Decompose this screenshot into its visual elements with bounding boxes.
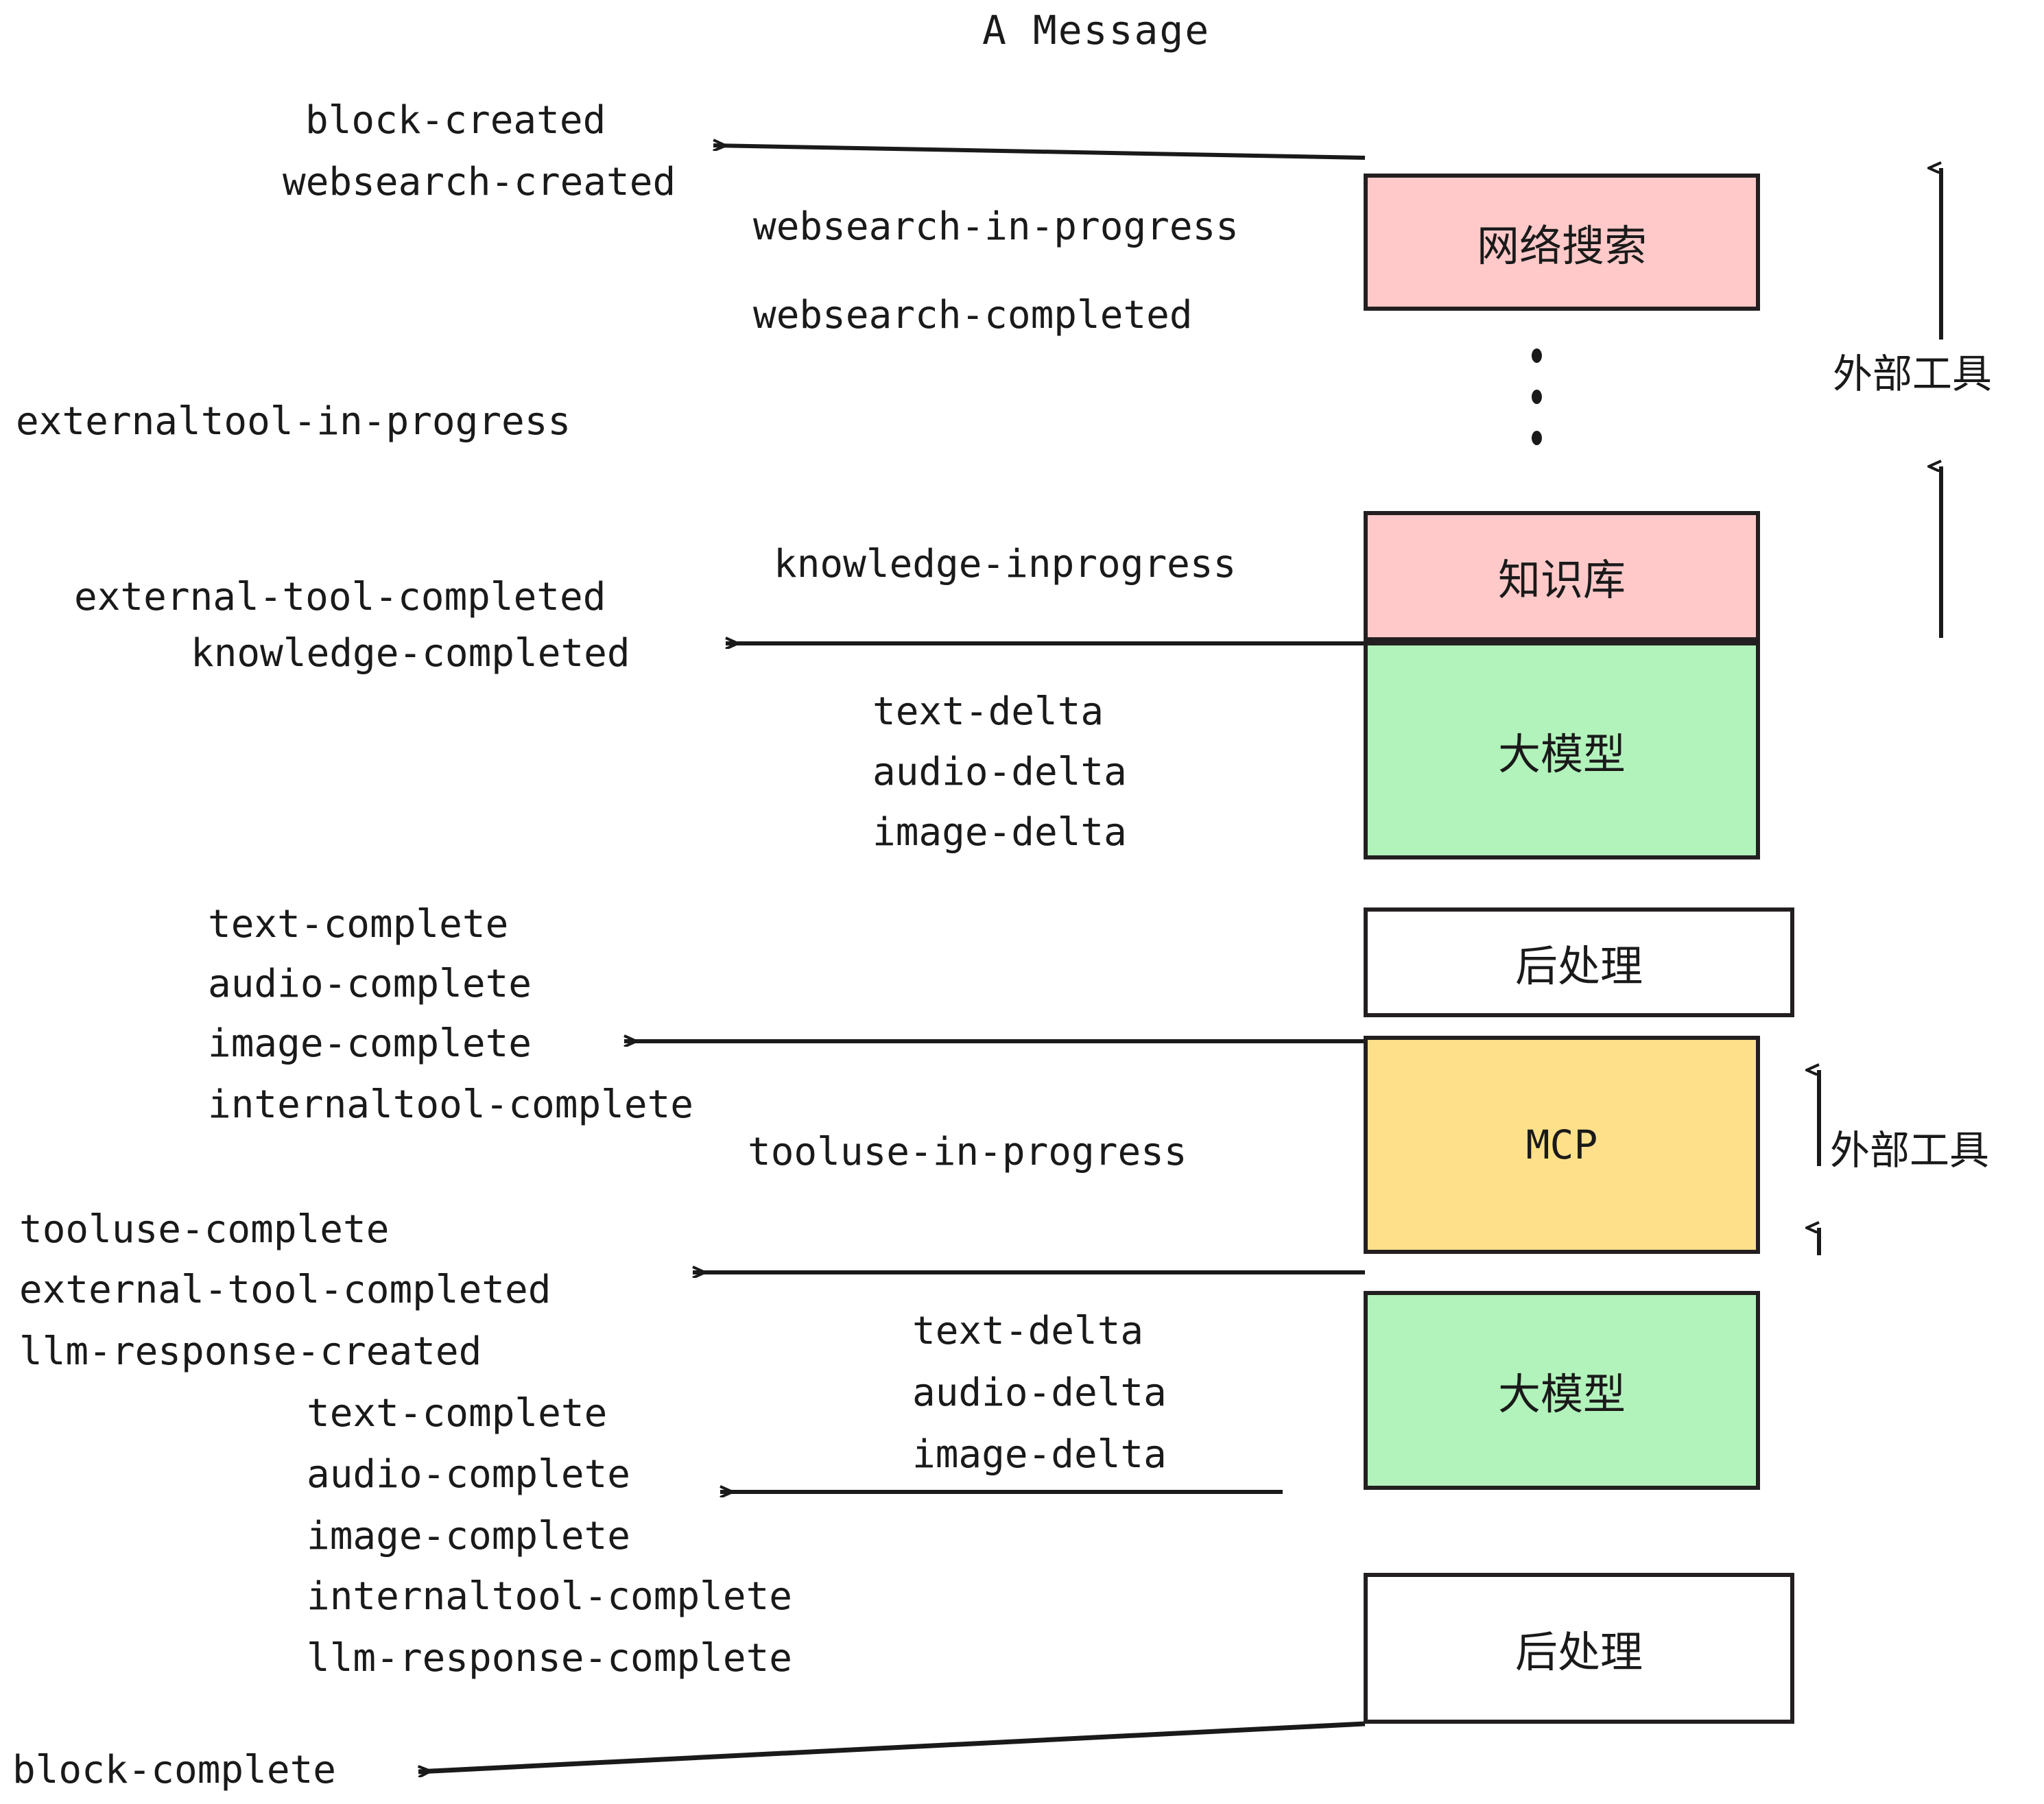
event-external-tool-completed-2: external-tool-completed [19, 1268, 551, 1312]
event-knowledge-completed: knowledge-completed [191, 631, 630, 676]
event-audio-delta-1: audio-delta [872, 750, 1127, 794]
event-websearch-completed: websearch-completed [753, 293, 1193, 337]
arrow-websearch-created [713, 145, 1366, 160]
event-block-complete: block-complete [12, 1748, 337, 1792]
node-knowledge-base-label: 知识库 [1497, 555, 1626, 605]
event-image-delta-2: image-delta [912, 1432, 1167, 1477]
event-image-delta-1: image-delta [872, 810, 1127, 855]
event-websearch-in-progress: websearch-in-progress [753, 204, 1239, 249]
event-text-complete-2: text-complete [307, 1391, 608, 1436]
node-postprocess-first-label: 后处理 [1514, 941, 1643, 991]
vertical-ellipsis [1532, 348, 1542, 445]
event-llm-response-complete: llm-response-complete [307, 1636, 793, 1681]
event-internaltool-complete-1: internaltool-complete [208, 1082, 694, 1127]
event-text-delta-2: text-delta [912, 1309, 1144, 1353]
node-knowledge-base[interactable]: 知识库 [1364, 511, 1760, 641]
event-websearch-created: websearch-created [283, 160, 676, 204]
event-block-created: block-created [305, 98, 606, 143]
event-image-complete-1: image-complete [208, 1021, 532, 1066]
event-text-complete-1: text-complete [208, 902, 509, 947]
event-text-delta-1: text-delta [872, 689, 1104, 734]
node-llm-first-label: 大模型 [1497, 729, 1626, 779]
event-image-complete-2: image-complete [307, 1514, 631, 1558]
node-websearch[interactable]: 网络搜索 [1364, 174, 1760, 311]
event-tooluse-in-progress: tooluse-in-progress [748, 1130, 1187, 1174]
arrow-block-complete [418, 1721, 1366, 1772]
node-llm-second[interactable]: 大模型 [1364, 1291, 1760, 1490]
event-knowledge-inprogress: knowledge-inprogress [774, 542, 1237, 586]
node-websearch-label: 网络搜索 [1476, 221, 1647, 271]
node-llm-first[interactable]: 大模型 [1364, 641, 1760, 859]
diagram-title: A Message [982, 7, 1211, 54]
node-postprocess-second[interactable]: 后处理 [1364, 1573, 1794, 1724]
node-postprocess-first[interactable]: 后处理 [1364, 907, 1794, 1017]
node-mcp-label: MCP [1525, 1121, 1598, 1168]
node-mcp[interactable]: MCP [1364, 1036, 1760, 1254]
event-tooluse-complete: tooluse-complete [19, 1207, 390, 1252]
event-external-tool-completed-1: external-tool-completed [74, 575, 606, 619]
event-internaltool-complete-2: internaltool-complete [307, 1574, 793, 1619]
side-label-external-tools-upper: 外部工具 [1833, 351, 1993, 397]
node-postprocess-second-label: 后处理 [1514, 1627, 1643, 1677]
side-label-external-tools-lower: 外部工具 [1830, 1127, 1990, 1174]
node-llm-second-label: 大模型 [1497, 1369, 1626, 1419]
event-audio-complete-2: audio-complete [307, 1452, 631, 1497]
event-llm-response-created: llm-response-created [19, 1329, 482, 1374]
event-externaltool-in-progress: externaltool-in-progress [16, 399, 571, 444]
event-audio-delta-2: audio-delta [912, 1370, 1167, 1415]
event-audio-complete-1: audio-complete [208, 962, 532, 1006]
